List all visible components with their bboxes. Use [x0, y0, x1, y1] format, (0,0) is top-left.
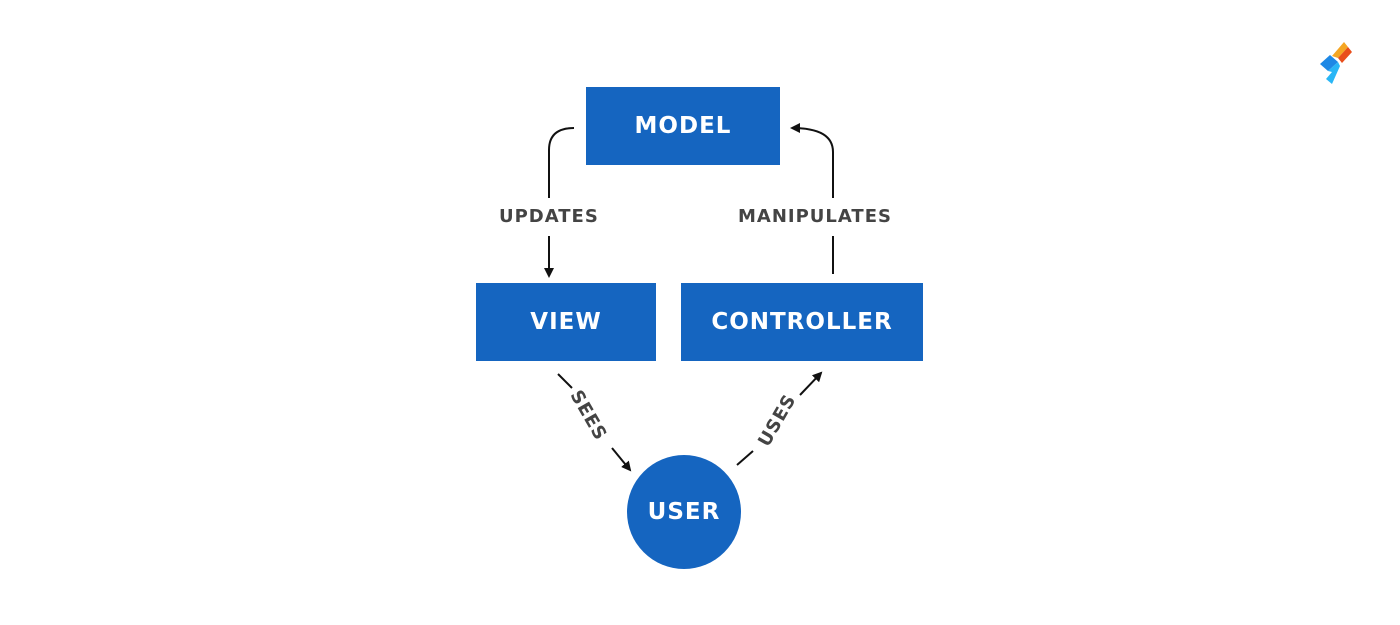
manipulates-label: MANIPULATES	[738, 206, 892, 227]
uses-arrow-start	[736, 450, 754, 466]
uses-arrow	[799, 371, 823, 396]
model-label: MODEL	[634, 113, 732, 139]
view-label: VIEW	[530, 309, 602, 335]
sees-arrow-start	[557, 373, 573, 389]
sees-arrow	[611, 447, 632, 472]
view-node: VIEW	[476, 283, 656, 361]
controller-node: CONTROLLER	[681, 283, 923, 361]
controller-label: CONTROLLER	[711, 309, 893, 335]
updates-arrow	[549, 127, 575, 276]
user-node: USER	[627, 455, 741, 569]
updates-label: UPDATES	[499, 206, 599, 227]
model-node: MODEL	[586, 87, 780, 165]
manipulates-arrow	[792, 128, 834, 274]
brand-logo-icon	[1320, 42, 1352, 84]
user-label: USER	[647, 499, 721, 525]
